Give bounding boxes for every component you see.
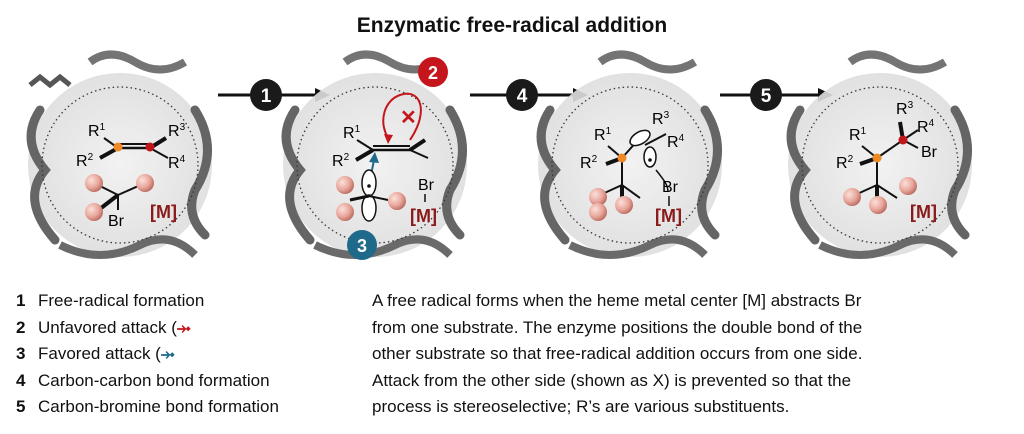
molecule: R1 R2 R3 R4 Br [M] — [836, 100, 938, 222]
svg-text:R1: R1 — [343, 124, 361, 142]
metal-label: [M] — [150, 202, 177, 222]
carbon-orange — [113, 142, 123, 152]
description-line: A free radical forms when the heme metal… — [372, 291, 862, 310]
svg-text:R2: R2 — [76, 152, 94, 170]
figure-title: Enzymatic free-radical addition — [356, 14, 668, 37]
favored-attack-icon: ⤞ — [160, 344, 175, 363]
svg-text:R2: R2 — [332, 152, 350, 170]
svg-text:2: 2 — [428, 63, 438, 83]
svg-text:Br: Br — [921, 144, 938, 161]
molecule: R1 R2 R3 R4 Br [M] — [580, 110, 685, 226]
enzyme-panel-2: R1 R2 ✕ 2 Br [M] 3 — [281, 50, 467, 260]
step-badge-5-label: 5 — [761, 86, 772, 107]
svg-text:R4: R4 — [168, 154, 186, 172]
favored-step-badge — [347, 230, 377, 260]
carbon-red — [145, 142, 155, 152]
protein-ribbon — [536, 50, 722, 259]
svg-text:R2: R2 — [836, 154, 854, 172]
description-text: A free radical forms when the heme metal… — [372, 288, 1012, 421]
protein-ribbon — [786, 50, 972, 259]
svg-text:R2: R2 — [580, 154, 598, 172]
molecule: R1 R2 R3 R4 Br [M] — [76, 122, 186, 230]
unfavored-attack-arrow — [382, 92, 422, 141]
description-line: Attack from the other side (shown as X) … — [372, 370, 852, 390]
description-line: process is stereoselective; R’s are vari… — [372, 397, 790, 416]
svg-text:R4: R4 — [917, 118, 935, 136]
svg-text:R1: R1 — [849, 126, 867, 144]
svg-text:Br: Br — [662, 179, 679, 196]
protein-ribbon — [26, 50, 212, 259]
step-badge-4 — [506, 79, 538, 111]
unfavored-attack-icon: ⤞ — [176, 317, 191, 337]
svg-text:R1: R1 — [88, 122, 106, 140]
step-badge-1-label: 1 — [261, 86, 272, 107]
svg-text:[M]: [M] — [655, 206, 682, 226]
svg-text:R1: R1 — [594, 126, 612, 144]
enzyme-panel-1: R1 R2 R3 R4 Br [M] — [26, 50, 212, 259]
step-badge-5 — [750, 79, 782, 111]
svg-text:3: 3 — [357, 236, 367, 256]
description-line: from one substrate. The enzyme positions… — [372, 317, 863, 337]
unfavored-step-badge — [418, 57, 448, 87]
svg-text:Br: Br — [418, 177, 435, 194]
svg-text:[M]: [M] — [910, 202, 937, 222]
svg-text:R3: R3 — [896, 100, 914, 118]
molecule: R1 R2 ✕ 2 Br [M] 3 — [332, 57, 448, 260]
process-arrow-1: 1 — [218, 79, 330, 111]
svg-text:R3: R3 — [168, 122, 186, 140]
svg-text:R3: R3 — [652, 110, 670, 128]
blocked-x-mark: ✕ — [400, 107, 417, 129]
process-arrow-4: 4 — [470, 79, 588, 111]
enzyme-panel-3: R1 R2 R3 R4 Br [M] — [536, 50, 722, 259]
step-badge-4-label: 4 — [517, 86, 528, 107]
svg-text:Br: Br — [108, 213, 125, 230]
svg-text:R4: R4 — [667, 133, 685, 151]
description-line: other substrate so that free-radical add… — [372, 344, 863, 363]
step-badge-1 — [250, 79, 282, 111]
svg-text:[M]: [M] — [410, 206, 437, 226]
process-arrow-5: 5 — [720, 79, 833, 111]
enzyme-panel-4: R1 R2 R3 R4 Br [M] — [786, 50, 972, 259]
